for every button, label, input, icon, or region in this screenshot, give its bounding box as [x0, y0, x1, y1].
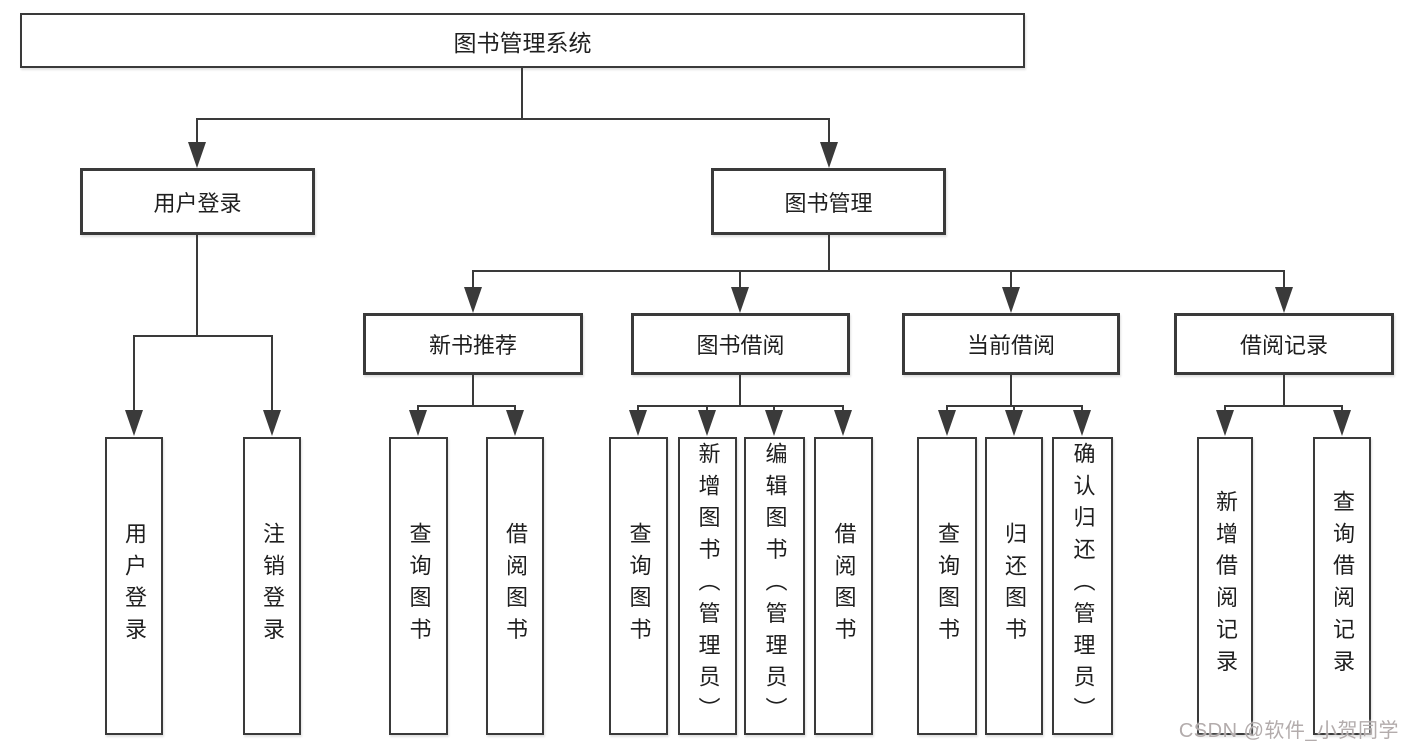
connector-line [196, 235, 198, 335]
node-library-management-system: 图书管理系统 [20, 13, 1025, 68]
leaf-add-book-admin: 新增图书（管理员） [678, 437, 737, 735]
connector-line [472, 375, 474, 407]
arrow-down-icon [731, 287, 749, 313]
leaf-return-book: 归还图书 [985, 437, 1043, 735]
connector-line [1283, 375, 1285, 407]
leaf-user-login: 用户登录 [105, 437, 163, 735]
connector-line [739, 270, 741, 289]
node-book-management: 图书管理 [711, 168, 946, 235]
arrow-down-icon [409, 410, 427, 436]
connector-line [842, 405, 844, 413]
node-new-book-recommendation: 新书推荐 [363, 313, 583, 375]
leaf-label: 新增图书（管理员） [695, 442, 721, 730]
arrow-down-icon [263, 410, 281, 436]
arrow-down-icon [1275, 287, 1293, 313]
arrow-down-icon [820, 142, 838, 168]
leaf-add-borrow-record: 新增借阅记录 [1197, 437, 1253, 735]
arrow-down-icon [629, 410, 647, 436]
arrow-down-icon [1216, 410, 1234, 436]
leaf-query-borrow-record: 查询借阅记录 [1313, 437, 1371, 735]
leaf-edit-book-admin: 编辑图书（管理员） [744, 437, 805, 735]
connector-line [196, 118, 198, 144]
arrow-down-icon [506, 410, 524, 436]
arrow-down-icon [188, 142, 206, 168]
leaf-label: 查询借阅记录 [1330, 490, 1355, 682]
leaf-label: 归还图书 [1002, 522, 1027, 650]
leaf-label: 编辑图书（管理员） [762, 442, 788, 730]
connector-line [1283, 270, 1285, 289]
leaf-borrow-books: 借阅图书 [814, 437, 873, 735]
connector-line [472, 270, 1285, 272]
connector-line [514, 405, 516, 413]
leaf-label: 借阅图书 [503, 522, 528, 650]
arrow-down-icon [1333, 410, 1351, 436]
connector-line [1081, 405, 1083, 413]
arrow-down-icon [938, 410, 956, 436]
connector-line [739, 375, 741, 407]
connector-line [946, 405, 948, 413]
leaf-label: 查询图书 [406, 522, 432, 650]
node-book-borrowing: 图书借阅 [631, 313, 850, 375]
arrow-down-icon [1073, 410, 1091, 436]
connector-line [472, 270, 474, 289]
connector-line [828, 118, 830, 144]
leaf-label: 新增借阅记录 [1213, 490, 1238, 682]
arrow-down-icon [698, 410, 716, 436]
arrow-down-icon [464, 287, 482, 313]
arrow-down-icon [834, 410, 852, 436]
csdn-watermark: CSDN @软件_小贺同学 [1178, 720, 1399, 742]
connector-line [521, 68, 523, 120]
connector-line [1010, 375, 1012, 407]
connector-line [1224, 405, 1226, 413]
leaf-label: 注销登录 [260, 522, 285, 650]
arrow-down-icon [1002, 287, 1020, 313]
node-user-login: 用户登录 [80, 168, 315, 235]
leaf-borrow-books-recommend: 借阅图书 [486, 437, 544, 735]
leaf-confirm-return-admin: 确认归还（管理员） [1052, 437, 1113, 735]
arrow-down-icon [765, 410, 783, 436]
node-borrowing-records: 借阅记录 [1174, 313, 1394, 375]
connector-line [417, 405, 419, 413]
leaf-logout: 注销登录 [243, 437, 301, 735]
connector-line [417, 405, 516, 407]
leaf-query-books-borrow: 查询图书 [609, 437, 668, 735]
connector-line [706, 405, 708, 413]
leaf-label: 确认归还（管理员） [1070, 442, 1096, 730]
leaf-label: 借阅图书 [831, 522, 857, 650]
connector-line [271, 335, 273, 412]
connector-line [133, 335, 273, 337]
arrow-down-icon [125, 410, 143, 436]
arrow-down-icon [1005, 410, 1023, 436]
leaf-label: 查询图书 [935, 522, 960, 650]
leaf-query-books-current: 查询图书 [917, 437, 977, 735]
connector-line [1010, 270, 1012, 289]
leaf-label: 查询图书 [626, 522, 652, 650]
connector-line [133, 335, 135, 412]
node-current-borrowing: 当前借阅 [902, 313, 1120, 375]
connector-line [773, 405, 775, 413]
connector-line [1224, 405, 1343, 407]
leaf-query-books-recommend: 查询图书 [389, 437, 448, 735]
connector-line [637, 405, 844, 407]
connector-line [828, 235, 830, 272]
connector-line [637, 405, 639, 413]
connector-line [1341, 405, 1343, 413]
connector-line [196, 118, 830, 120]
connector-line [1013, 405, 1015, 413]
leaf-label: 用户登录 [122, 522, 147, 650]
